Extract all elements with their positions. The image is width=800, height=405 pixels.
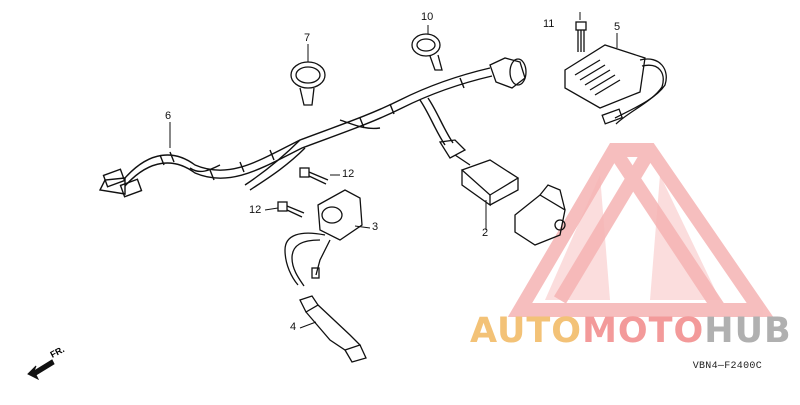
triangle-logo-inner xyxy=(545,175,720,300)
clamp-7-icon xyxy=(290,61,326,106)
callout-2: 2 xyxy=(482,227,489,239)
callout-12-upper: 12 xyxy=(342,168,355,180)
ignition-coil-3-icon xyxy=(284,189,363,287)
bolt-11-icon xyxy=(575,21,587,52)
callout-5: 5 xyxy=(614,21,621,33)
front-arrow-icon xyxy=(27,359,55,381)
callout-11: 11 xyxy=(543,18,555,30)
callout-12-lower: 12 xyxy=(249,204,262,216)
callout-10: 10 xyxy=(421,11,434,23)
watermark-part-hub: HUB xyxy=(704,311,792,351)
spark-plug-cap-4-icon xyxy=(299,295,367,363)
clamp-10-icon xyxy=(411,33,443,71)
bolt-12-lower-icon xyxy=(277,201,305,218)
module-2-icon xyxy=(438,139,520,207)
wire-harness xyxy=(98,67,493,198)
callout-3: 3 xyxy=(372,221,379,233)
watermark-part-auto: AUTO xyxy=(470,311,583,351)
watermark-part-moto: MOTO xyxy=(582,311,705,351)
watermark-text: AUTOMOTOHUB xyxy=(470,314,792,349)
triangle-logo-icon xyxy=(507,143,774,317)
leader-lines xyxy=(169,12,618,329)
callout-6: 6 xyxy=(165,110,172,122)
bolt-12-upper-icon xyxy=(299,167,329,185)
callout-4: 4 xyxy=(290,321,297,333)
regulator-5-icon xyxy=(564,44,667,125)
diagram-code: VBN4—F2400C xyxy=(692,361,762,372)
relay-unit-icon xyxy=(514,184,566,246)
harness-boot-icon xyxy=(489,57,527,89)
callout-7: 7 xyxy=(304,32,311,44)
